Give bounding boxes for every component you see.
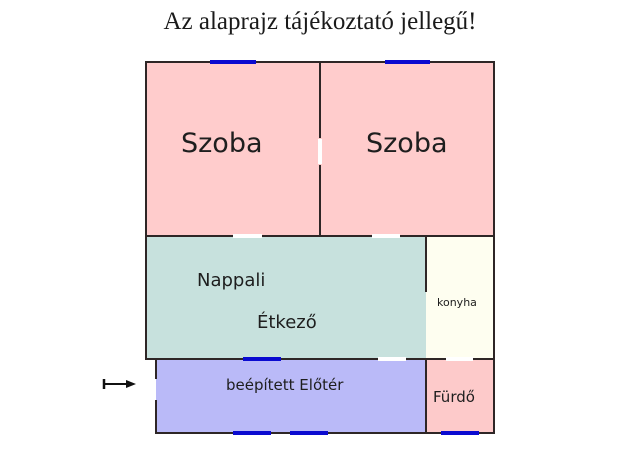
window-nappali (243, 357, 281, 361)
wall-nappali-bottom (145, 358, 495, 360)
wall-eloter-left-lower (155, 400, 157, 434)
window-szoba-left (210, 60, 256, 64)
wall-szoba-divider-upper (319, 62, 321, 138)
window-eloter-1 (233, 431, 271, 435)
door-szoba-connecting (318, 139, 322, 164)
wall-eloter-furdo-divider (425, 359, 427, 434)
room-nappali-etkezo (146, 236, 426, 359)
window-furdo (441, 431, 479, 435)
label-konyha: konyha (437, 296, 477, 309)
label-eloter: beépített Előtér (226, 376, 344, 394)
door-nappali-eloter (378, 357, 406, 361)
door-konyha-furdo (446, 357, 473, 361)
wall-szoba-divider-lower (319, 165, 321, 236)
wall-eloter-left-upper (155, 359, 157, 379)
room-konyha (426, 236, 494, 359)
wall-konyha-left (425, 236, 427, 292)
door-szoba-right (372, 234, 400, 238)
door-szoba-left (233, 234, 262, 238)
room-furdo (426, 359, 494, 433)
room-szoba-left (146, 62, 320, 236)
label-szoba-right: Szoba (366, 128, 448, 159)
window-szoba-right (385, 60, 430, 64)
room-szoba-right (320, 62, 494, 236)
label-furdo: Fürdő (433, 388, 475, 406)
room-eloter (156, 359, 426, 433)
wall-szoba-bottom (145, 235, 495, 237)
wall-right (493, 61, 495, 434)
window-eloter-2 (290, 431, 328, 435)
label-szoba-left: Szoba (181, 128, 263, 159)
label-nappali: Nappali (197, 270, 266, 291)
floorplan-disclaimer-title: Az alaprajz tájékoztató jellegű! (163, 8, 477, 35)
label-etkezo: Étkező (257, 312, 317, 333)
wall-left-upper (145, 61, 147, 360)
entrance-arrow-icon (102, 379, 136, 389)
